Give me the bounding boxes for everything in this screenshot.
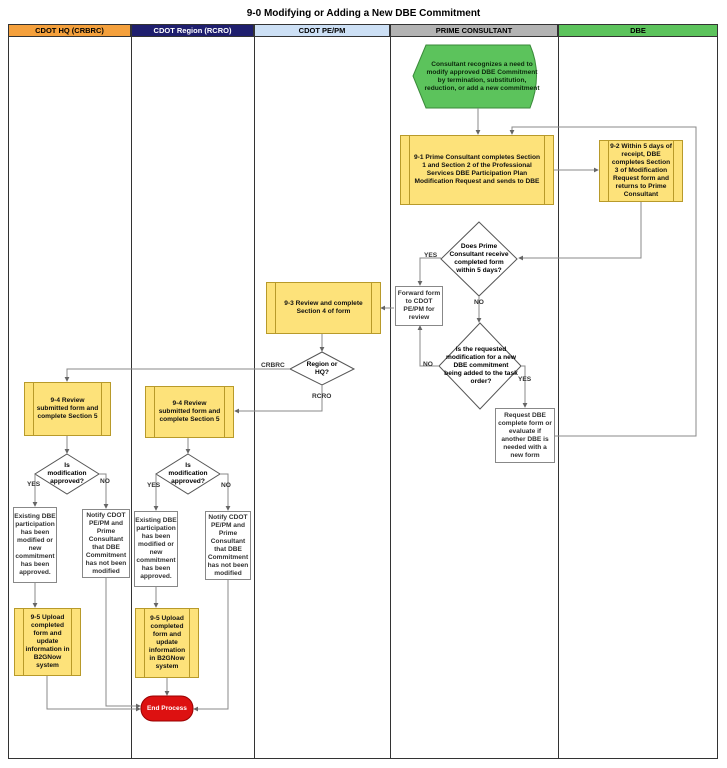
process-9-2: 9-2 Within 5 days of receipt, DBE comple… — [599, 140, 683, 202]
decision-new-commitment: Is the requested modification for a new … — [444, 346, 518, 385]
process-9-4-hq: 9-4 Review submitted form and complete S… — [24, 382, 111, 436]
decision-approved-region-shape — [155, 453, 221, 495]
label-no-region: NO — [221, 482, 231, 489]
lane-cdot-region — [131, 37, 254, 759]
label-no-task: NO — [423, 361, 433, 368]
label-yes-task: YES — [518, 376, 532, 383]
end-terminator-shape — [140, 695, 194, 722]
existing-participation-hq-note: Existing DBE participation has been modi… — [13, 507, 57, 583]
lane-dbe — [558, 37, 718, 759]
decision-approved-hq-shape — [34, 453, 100, 495]
notify-not-modified-hq-note: Notify CDOT PE/PM and Prime Consultant t… — [82, 509, 130, 578]
label-crbrc: CRBRC — [261, 362, 285, 369]
lane-prime-consultant — [390, 37, 558, 759]
process-9-1: 9-1 Prime Consultant completes Section 1… — [400, 135, 554, 205]
request-dbe-note: Request DBE complete form or evaluate if… — [495, 408, 555, 463]
process-9-4-region: 9-4 Review submitted form and complete S… — [145, 386, 234, 438]
label-yes-hq: YES — [27, 481, 41, 488]
label-no-receive: NO — [474, 299, 484, 306]
forward-to-pepm-note: Forward form to CDOT PE/PM for review — [395, 286, 443, 326]
decision-approved-hq: Is modification approved? — [47, 462, 87, 485]
process-9-5-hq: 9-5 Upload completed form and update inf… — [14, 608, 81, 676]
decision-region-or-hq: Region or HQ? — [306, 361, 338, 376]
label-no-hq: NO — [100, 478, 110, 485]
diagram-title: 9-0 Modifying or Adding a New DBE Commit… — [246, 8, 481, 19]
decision-receive: Does Prime Consultant receive completed … — [449, 243, 509, 274]
end-process-node: End Process — [147, 704, 187, 712]
notify-not-modified-region-note: Notify CDOT PE/PM and Prime Consultant t… — [205, 511, 251, 580]
existing-participation-region-note: Existing DBE participation has been modi… — [134, 511, 178, 587]
lane-cdot-pepm — [254, 37, 390, 759]
label-yes-region: YES — [147, 482, 161, 489]
start-node: Consultant recognizes a need to modify a… — [424, 61, 540, 92]
decision-approved-region: Is modification approved? — [168, 462, 208, 485]
decision-task-shape — [438, 322, 522, 410]
process-9-3: 9-3 Review and complete Section 4 of for… — [266, 282, 381, 334]
process-9-5-region: 9-5 Upload completed form and update inf… — [135, 608, 199, 678]
label-rcro: RCRO — [312, 393, 332, 400]
label-yes-receive: YES — [424, 252, 438, 259]
